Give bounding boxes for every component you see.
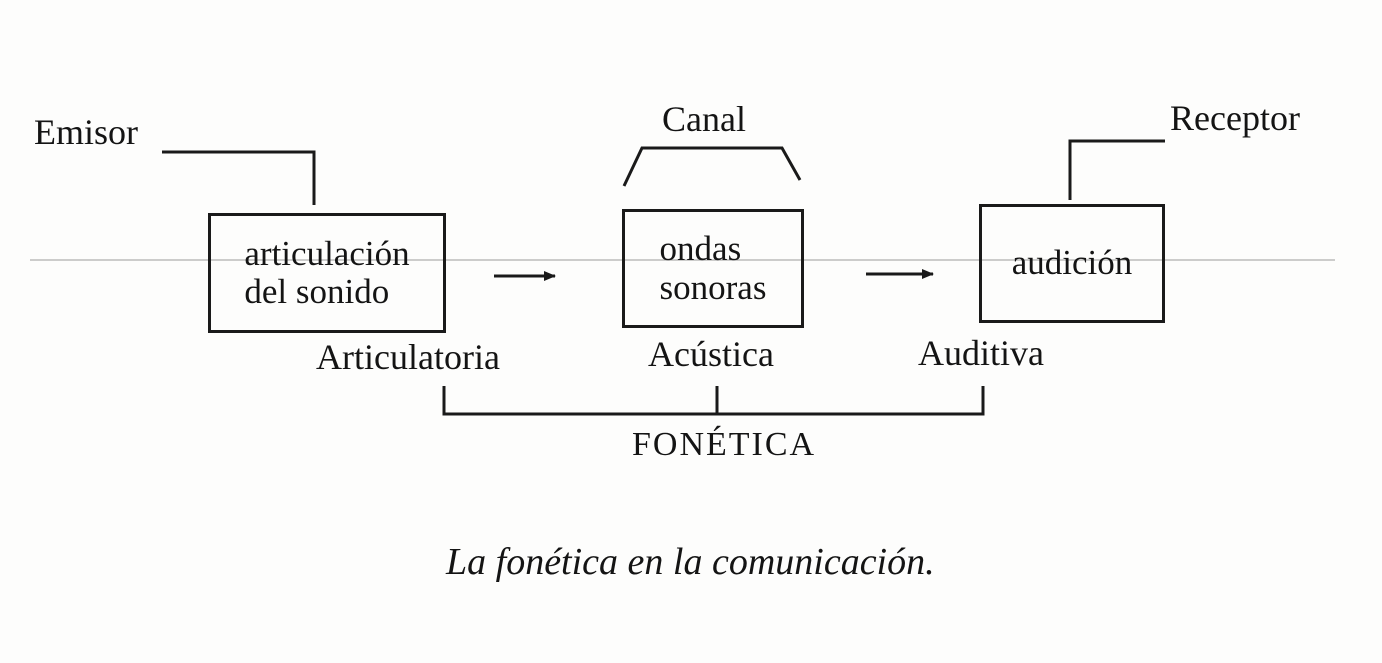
canal-connector: [622, 146, 802, 187]
emisor-label: Emisor: [34, 112, 138, 152]
articulacion-box-line1: articulación: [244, 233, 410, 273]
ondas-box-line1: ondas: [659, 229, 742, 268]
receptor-connector: [1068, 139, 1165, 200]
fonetica-bracket: [442, 386, 985, 416]
ondas-sonoras-box: ondas sonoras: [622, 209, 804, 328]
articulatoria-label: Articulatoria: [316, 337, 500, 377]
articulacion-box: articulación del sonido: [208, 213, 446, 333]
figure-caption: La fonética en la comunicación.: [446, 541, 935, 583]
fonetica-label: FONÉTICA: [632, 426, 817, 463]
ondas-box-line2: sonoras: [659, 267, 767, 307]
audicion-box-text: audición: [1011, 243, 1133, 283]
receptor-label: Receptor: [1170, 98, 1300, 138]
auditiva-label: Auditiva: [918, 333, 1044, 373]
emisor-connector: [162, 150, 316, 205]
articulacion-box-line2: del sonido: [244, 272, 390, 311]
canal-label: Canal: [662, 99, 746, 139]
acustica-label: Acústica: [648, 334, 774, 374]
audicion-box: audición: [979, 204, 1165, 323]
